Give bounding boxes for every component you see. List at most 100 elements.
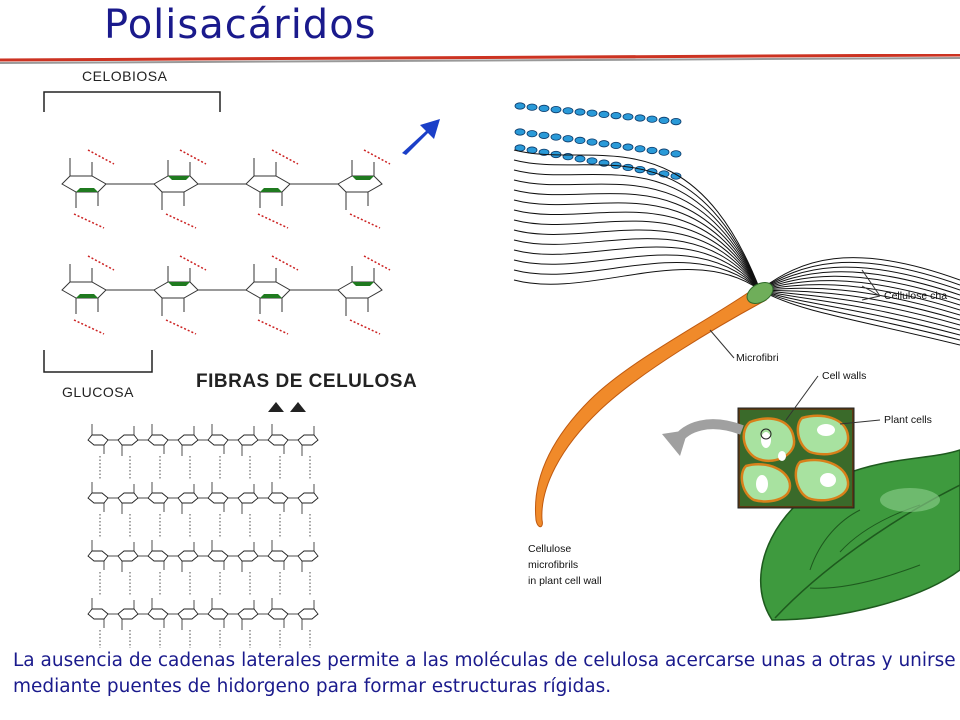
chain-bead xyxy=(670,172,682,180)
fiber-glucose-unit xyxy=(267,424,298,480)
fiber-glucose-unit xyxy=(297,600,319,648)
chain-bead xyxy=(586,157,598,165)
chain-bead xyxy=(658,116,670,124)
glucose-ring xyxy=(245,149,338,229)
fiber-glucose-unit xyxy=(267,482,298,538)
chain-bead xyxy=(598,110,610,118)
label-plant-cells: Plant cells xyxy=(884,414,932,426)
chain-bead xyxy=(550,133,562,141)
chain-bead xyxy=(634,114,646,122)
glucose-ring xyxy=(245,255,338,335)
fiber-glucose-unit xyxy=(177,542,208,596)
chain-bead xyxy=(562,153,574,161)
glucosa-bracket xyxy=(43,350,153,373)
label-cellulose-caption-1: Cellulose xyxy=(528,543,572,555)
glucose-ring xyxy=(337,149,391,229)
fiber-glucose-unit xyxy=(297,542,319,596)
cellulose-fiber-strand xyxy=(513,169,960,291)
chain-bead xyxy=(574,108,586,116)
chain-bead xyxy=(670,150,682,158)
fiber-glucose-unit xyxy=(267,540,298,596)
glucose-ring xyxy=(61,255,154,335)
fiber-glucose-unit xyxy=(117,426,148,480)
glucose-ring xyxy=(61,149,154,229)
label-cell-walls: Cell walls xyxy=(822,370,867,382)
cellulose-fiber-strand xyxy=(513,179,960,296)
cellulose-fiber-strand xyxy=(513,219,960,316)
cellulose-fiber-strand xyxy=(513,199,960,306)
chain-bead xyxy=(526,103,538,111)
fiber-glucose-unit xyxy=(117,542,148,596)
fiber-glucose-unit xyxy=(87,598,118,648)
chain-bead xyxy=(610,112,622,120)
chain-bead xyxy=(574,136,586,145)
page-title: Polisacáridos xyxy=(104,2,377,48)
chain-bead xyxy=(622,113,634,121)
fiber-glucose-unit xyxy=(237,426,268,480)
cellulose-fiber-strand xyxy=(513,209,960,311)
plant-cell-wall-diagram xyxy=(513,102,960,621)
down-arrows-icon xyxy=(268,402,306,412)
fiber-glucose-unit xyxy=(117,484,148,538)
fiber-glucose-unit xyxy=(237,600,268,648)
chain-bead xyxy=(610,141,622,150)
celobiosa-label: CELOBIOSA xyxy=(82,68,168,84)
fiber-glucose-unit xyxy=(147,598,178,648)
fiber-glucose-unit xyxy=(177,484,208,538)
label-cellulose-caption-2: microfibrils xyxy=(528,559,579,571)
fibras-heading: FIBRAS DE CELULOSA xyxy=(196,371,418,392)
cellulose-fiber-lattice xyxy=(87,424,319,648)
chain-bead xyxy=(658,148,670,156)
chain-bead xyxy=(646,146,658,155)
fiber-glucose-unit xyxy=(147,424,178,480)
fiber-glucose-unit xyxy=(87,482,118,538)
fiber-glucose-unit xyxy=(147,540,178,596)
chain-bead xyxy=(514,102,526,110)
fiber-glucose-unit xyxy=(297,426,319,480)
chain-bead xyxy=(634,145,646,153)
label-cellulose-chains: Cellulose cha xyxy=(884,290,948,302)
fiber-glucose-unit xyxy=(147,482,178,538)
glucose-ring xyxy=(153,149,246,229)
chain-bead xyxy=(562,135,574,143)
label-cellulose-caption-3: in plant cell wall xyxy=(528,575,602,587)
chain-bead xyxy=(514,128,526,136)
microfibril xyxy=(534,282,774,528)
chain-bead xyxy=(538,131,550,139)
glucosa-label: GLUCOSA xyxy=(62,384,134,400)
cellobiose-structure-diagram xyxy=(43,91,391,373)
chain-bead xyxy=(538,104,550,112)
glucose-ring xyxy=(337,255,391,335)
title-divider xyxy=(0,54,960,64)
cellulose-fiber-strand xyxy=(513,189,960,301)
blue-arrow-icon xyxy=(402,119,440,155)
gray-arrow-icon xyxy=(662,419,744,456)
chain-bead xyxy=(670,117,682,126)
fiber-glucose-unit xyxy=(87,424,118,480)
fiber-glucose-unit xyxy=(117,600,148,648)
chain-bead xyxy=(562,107,574,115)
glucose-ring xyxy=(153,255,246,335)
fiber-glucose-unit xyxy=(267,598,298,648)
fiber-glucose-unit xyxy=(297,484,319,538)
chain-bead xyxy=(586,138,598,146)
cellulose-fiber-strand xyxy=(513,246,960,331)
chain-bead xyxy=(586,109,598,117)
chain-bead xyxy=(526,130,538,138)
celobiosa-bracket xyxy=(43,91,221,112)
cellulose-fiber-strand xyxy=(513,149,960,291)
chain-bead xyxy=(574,155,586,163)
cell-walls-closeup xyxy=(737,407,855,509)
chain-bead xyxy=(550,106,562,114)
fiber-glucose-unit xyxy=(177,426,208,480)
fiber-glucose-unit xyxy=(237,484,268,538)
chain-bead xyxy=(622,143,634,151)
caption-text: La ausencia de cadenas laterales permite… xyxy=(13,650,956,697)
fiber-glucose-unit xyxy=(207,540,238,596)
cellulose-fiber-strand xyxy=(513,159,960,291)
fiber-glucose-unit xyxy=(237,542,268,596)
fiber-glucose-unit xyxy=(207,598,238,648)
chain-bead xyxy=(646,115,658,123)
fiber-glucose-unit xyxy=(87,540,118,596)
chain-bead xyxy=(598,140,610,148)
